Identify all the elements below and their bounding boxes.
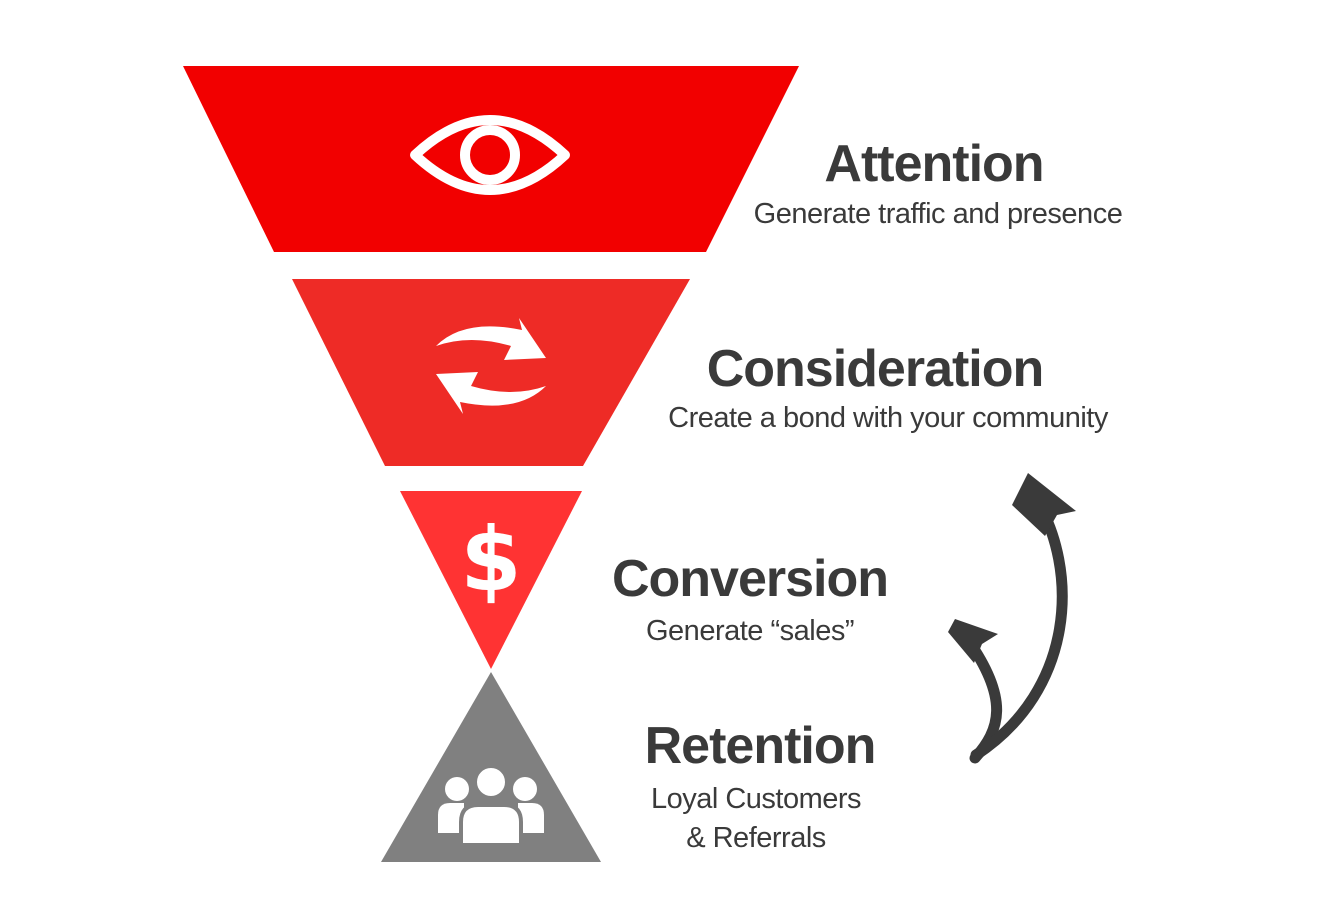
consideration-funnel-segment: [292, 279, 690, 466]
conversion-funnel-segment: [400, 491, 582, 669]
consideration-description: Create a bond with your community: [668, 402, 1109, 434]
retention-to-consideration-arrow: [970, 473, 1076, 761]
conversion-title: Conversion: [612, 550, 888, 608]
retention-title: Retention: [645, 717, 876, 775]
attention-description: Generate traffic and presence: [754, 198, 1123, 230]
dollar-sign-icon: $: [460, 508, 521, 611]
refresh-arrows-icon: [436, 318, 546, 414]
consideration-title: Consideration: [707, 340, 1044, 398]
attention-funnel-segment: [183, 66, 799, 252]
retention-description-line-2: & Referrals: [686, 822, 826, 854]
eye-icon: [410, 115, 570, 195]
retention-to-conversion-arrow: [948, 619, 1003, 764]
people-group-icon: [438, 764, 544, 847]
conversion-description: Generate “sales”: [646, 615, 854, 647]
retention-description-line-1: Loyal Customers: [651, 783, 861, 815]
attention-title: Attention: [824, 135, 1043, 193]
